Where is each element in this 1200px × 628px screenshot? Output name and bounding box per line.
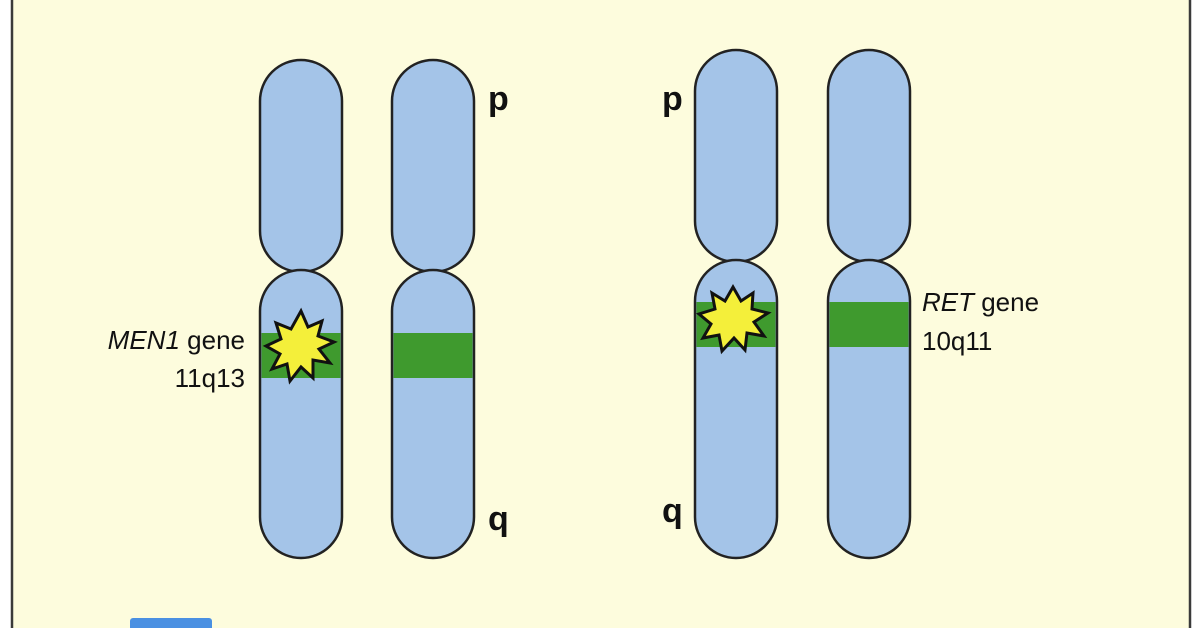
gene-band	[393, 333, 473, 378]
ret-gene-locus: 10q11	[922, 326, 992, 356]
chromosome-p-arm	[390, 58, 476, 274]
ret-gene-label: RET gene	[922, 287, 1039, 317]
arm-label-q: q	[662, 492, 683, 530]
diagram-panel	[10, 0, 1192, 628]
arm-label-p: p	[662, 80, 683, 118]
legend-swatch	[130, 618, 212, 628]
gene-band	[829, 302, 909, 347]
chromosome-p-arm	[826, 48, 912, 264]
men1-gene-locus: 11q13	[175, 363, 245, 393]
chromosome-11-right	[390, 58, 476, 560]
chromosome-p-arm	[693, 48, 779, 264]
chromosome-p-arm	[258, 58, 344, 274]
men1-gene-label: MEN1 gene	[108, 325, 245, 355]
chromosome-10-right	[826, 48, 912, 560]
starburst-icon	[695, 283, 772, 355]
starburst-icon	[262, 307, 338, 385]
chromosome-q-arm	[390, 268, 476, 560]
arm-label-p: p	[488, 80, 509, 118]
arm-label-q: q	[488, 500, 509, 538]
